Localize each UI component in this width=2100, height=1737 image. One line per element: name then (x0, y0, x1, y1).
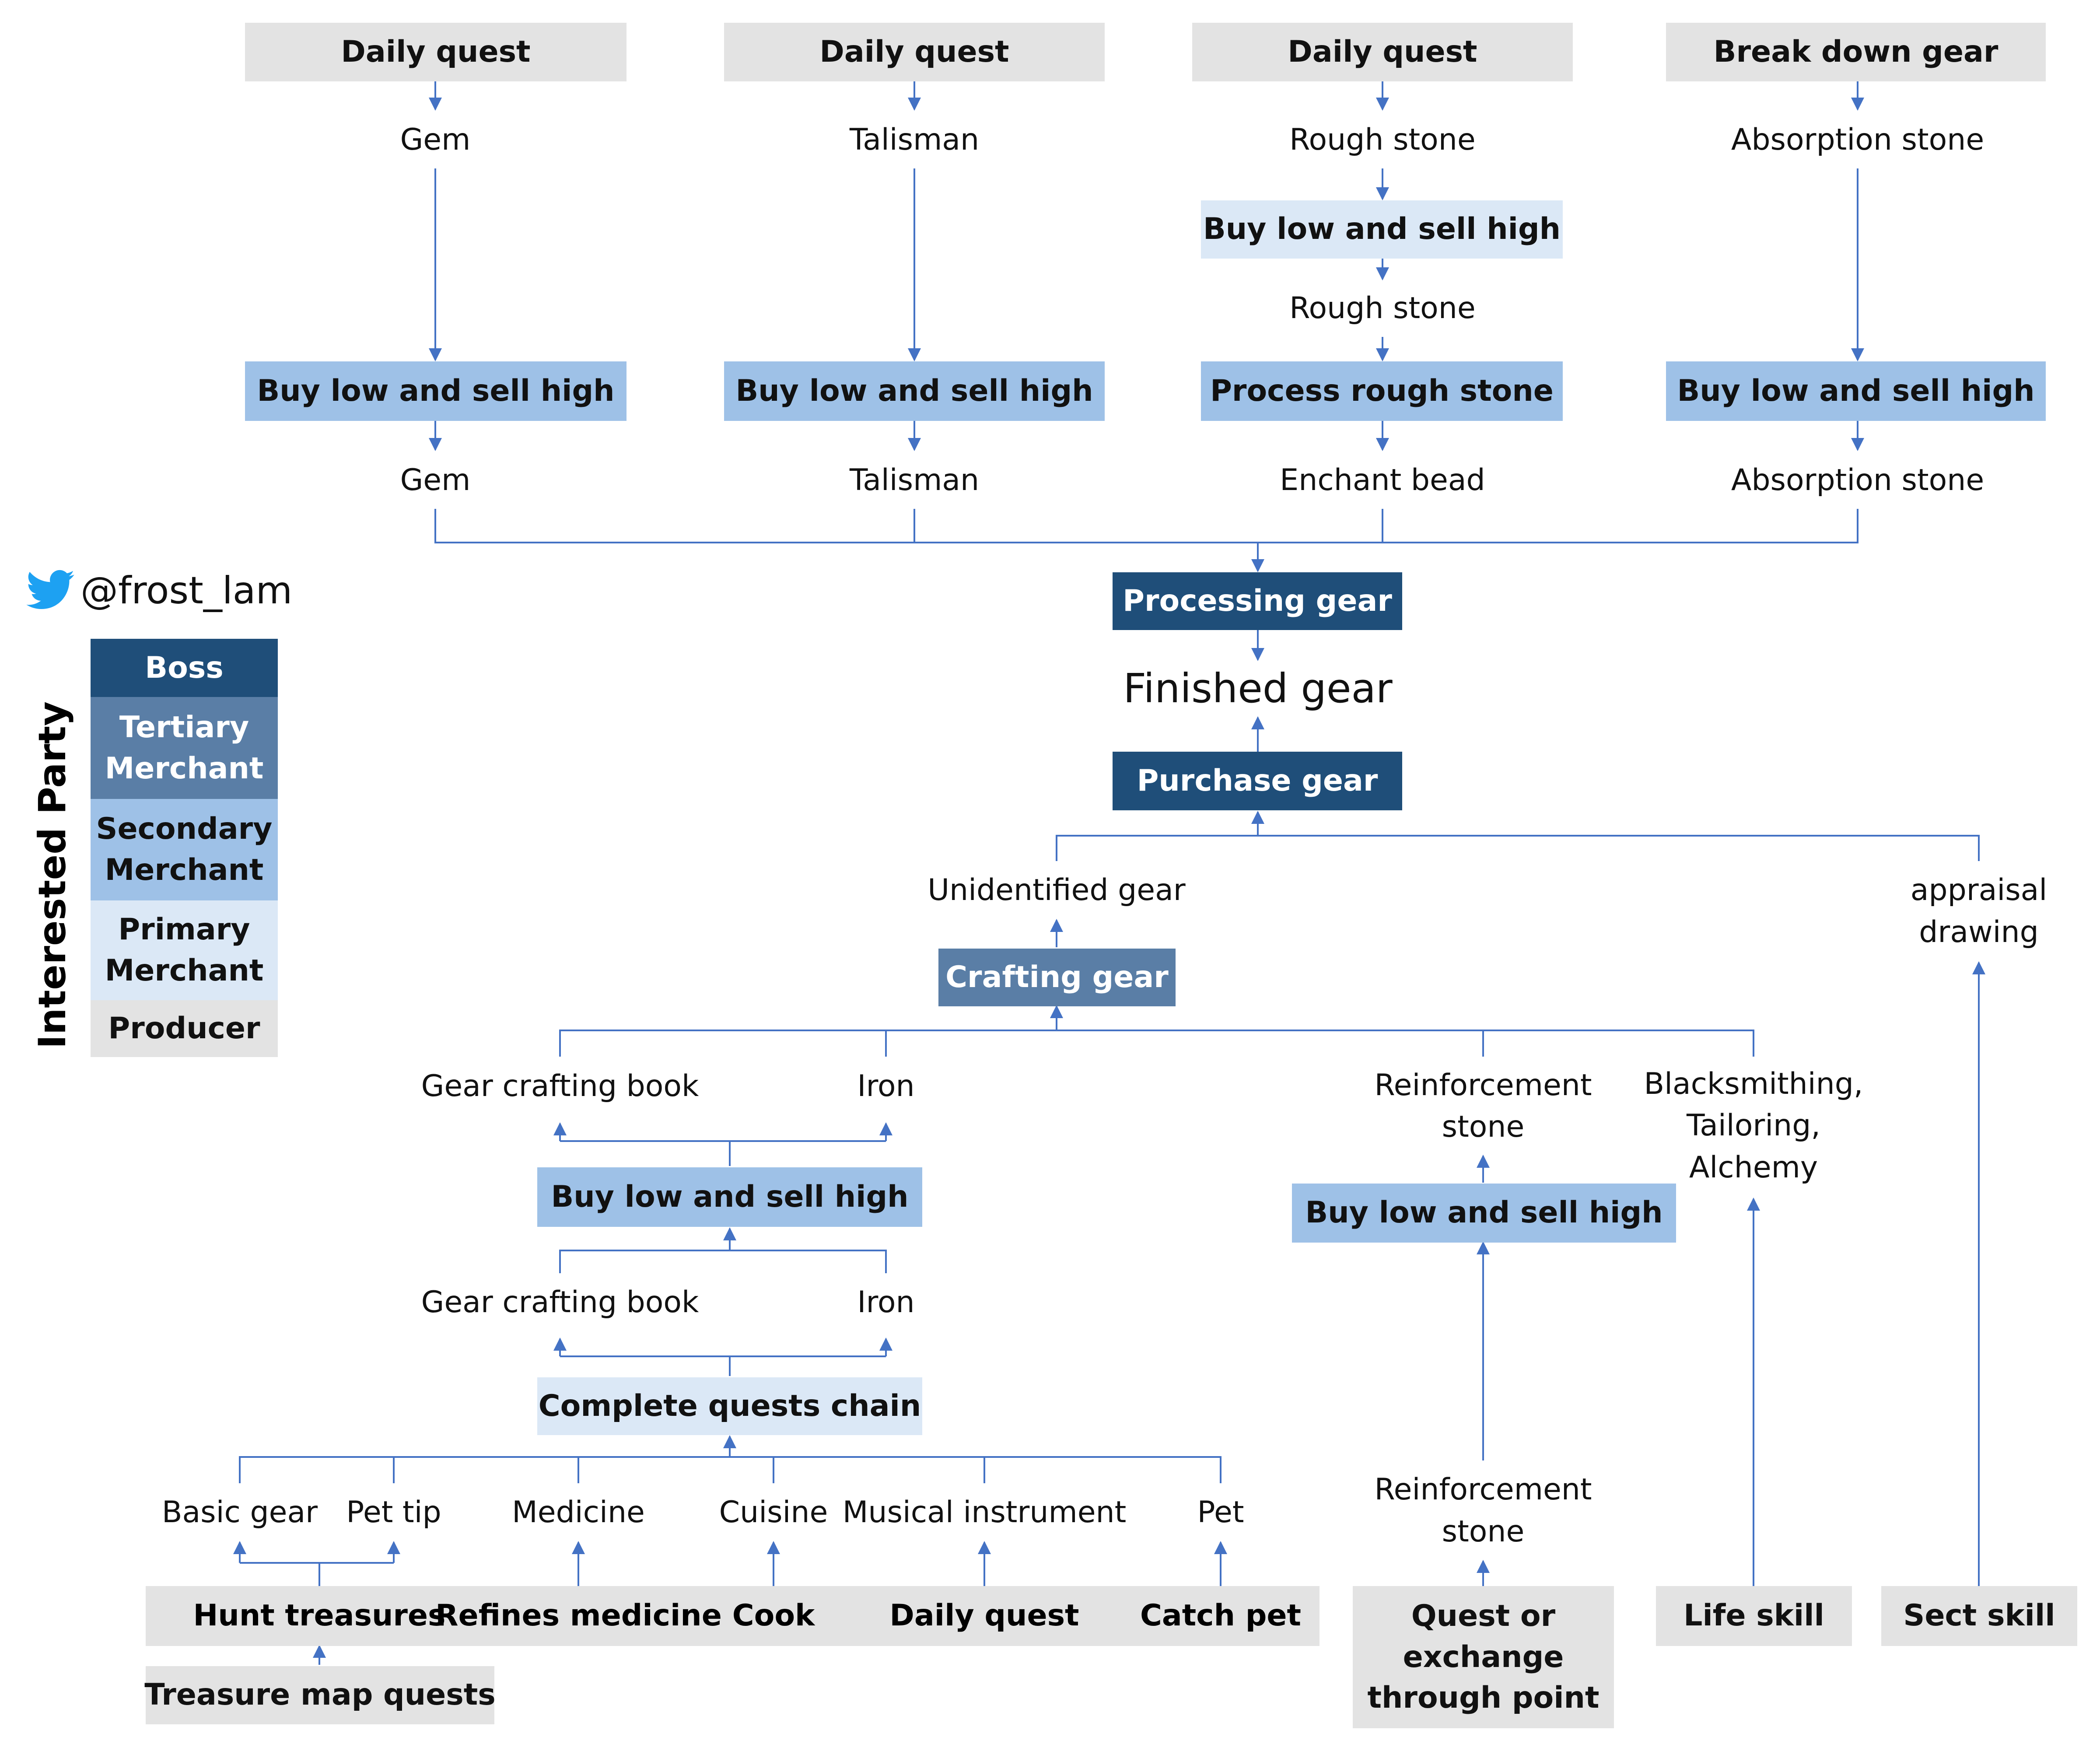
node-break-down-gear: Break down gear (1666, 23, 2046, 81)
label-reinforcement-stone-2: Reinforcement stone (1374, 1472, 1592, 1549)
label-gem-2: Gem (400, 463, 471, 498)
legend-boss: Boss (91, 639, 278, 697)
label-enchant-bead: Enchant bead (1280, 463, 1485, 498)
node-complete-quests-chain: Complete quests chain (537, 1377, 922, 1435)
node-catch-pet: Catch pet (1140, 1598, 1301, 1633)
node-daily-quest-bottom: Daily quest (889, 1598, 1079, 1633)
label-rough-stone-2: Rough stone (1289, 291, 1476, 326)
node-absorption-trade: Buy low and sell high (1666, 361, 2046, 421)
legend-title: Interested Party (31, 701, 74, 1049)
label-rough-stone-1: Rough stone (1289, 123, 1476, 158)
node-processing-gear: Processing gear (1113, 572, 1402, 630)
label-life-skill-products: Blacksmithing, Tailoring, Alchemy (1644, 1067, 1863, 1185)
node-cook: Cook (732, 1598, 815, 1633)
node-daily-quest-1: Daily quest (245, 23, 626, 81)
legend-tertiary-merchant: Tertiary Merchant (91, 697, 278, 799)
twitter-bird-icon (26, 570, 74, 609)
legend-primary-merchant: Primary Merchant (91, 900, 278, 1000)
label-appraisal-drawing: appraisal drawing (1910, 873, 2048, 949)
node-sect-skill: Sect skill (1881, 1586, 2077, 1646)
label-finished-gear: Finished gear (1123, 665, 1393, 712)
label-basic-gear: Basic gear (161, 1495, 318, 1530)
node-hunt-treasures: Hunt treasures (193, 1598, 446, 1633)
node-refines-medicine: Refines medicine (435, 1598, 722, 1633)
bracket-questchain-inputs (239, 1456, 1222, 1483)
label-iron-2: Iron (857, 1285, 915, 1320)
legend-producer: Producer (91, 1000, 278, 1057)
bracket-purchase-inputs (1056, 835, 1980, 861)
node-quest-or-exchange: Quest or exchange through point (1353, 1586, 1614, 1728)
merge-bracket-top (434, 509, 1858, 543)
label-musical-instrument: Musical instrument (842, 1495, 1127, 1530)
node-reinforcement-trade: Buy low and sell high (1292, 1184, 1676, 1243)
node-purchase-gear: Purchase gear (1113, 752, 1402, 810)
node-life-skill: Life skill (1656, 1586, 1852, 1646)
label-pet: Pet (1197, 1495, 1244, 1530)
node-daily-quest-3: Daily quest (1192, 23, 1573, 81)
label-talisman-2: Talisman (849, 463, 980, 498)
bracket-crafting-inputs (559, 1030, 1754, 1057)
node-rough-stone-trade: Buy low and sell high (1201, 200, 1563, 259)
node-process-rough-stone: Process rough stone (1201, 361, 1563, 421)
label-pet-tip: Pet tip (346, 1495, 441, 1530)
node-daily-quest-2: Daily quest (724, 23, 1105, 81)
node-crafting-gear: Crafting gear (938, 949, 1176, 1006)
label-talisman-1: Talisman (849, 123, 980, 158)
label-iron-1: Iron (857, 1069, 915, 1104)
label-absorption-stone-2: Absorption stone (1731, 463, 1984, 498)
node-gem-trade: Buy low and sell high (245, 361, 626, 421)
label-unidentified-gear: Unidentified gear (928, 873, 1186, 908)
node-treasure-map-quests: Treasure map quests (144, 1666, 496, 1724)
twitter-handle-text: @frost_lam (80, 569, 293, 613)
node-talisman-trade: Buy low and sell high (724, 361, 1105, 421)
label-gem-1: Gem (400, 123, 471, 158)
label-reinforcement-stone-1: Reinforcement stone (1374, 1068, 1592, 1144)
producer-row-background (146, 1586, 1320, 1646)
label-absorption-stone-1: Absorption stone (1731, 123, 1984, 158)
label-gear-crafting-book-1: Gear crafting book (421, 1069, 699, 1104)
twitter-handle: @frost_lam (26, 564, 292, 617)
legend-secondary-merchant: Secondary Merchant (91, 799, 278, 900)
node-book-iron-trade: Buy low and sell high (537, 1167, 922, 1227)
label-gear-crafting-book-2: Gear crafting book (421, 1285, 699, 1320)
label-medicine: Medicine (512, 1495, 645, 1530)
bracket-book-iron-2 (559, 1250, 887, 1273)
label-cuisine: Cuisine (719, 1495, 828, 1530)
connector-lines (233, 81, 1985, 1665)
